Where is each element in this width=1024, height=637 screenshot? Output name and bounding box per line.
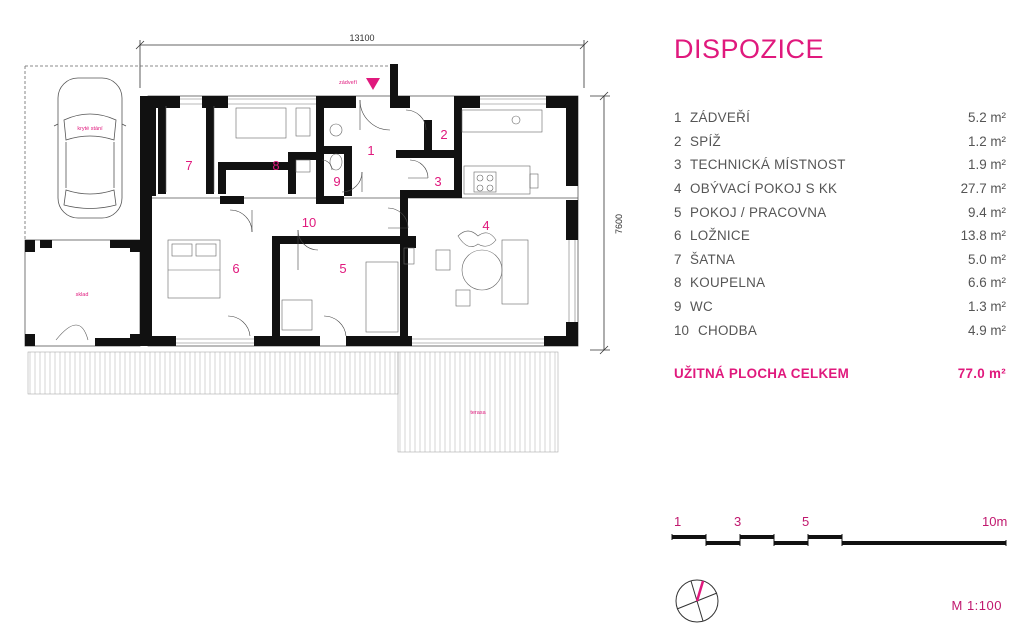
- interior-walls: [158, 96, 462, 346]
- room-label-7: 7: [185, 158, 192, 173]
- room-number: 9: [674, 299, 682, 315]
- room-number: 5: [674, 204, 682, 220]
- legend-panel: DISPOZICE 1 ZÁDVEŘÍ 5.2 m² 2 SPÍŽ 1.2 m² 3 TECH…: [660, 0, 1024, 637]
- room-number: 10: [674, 322, 689, 338]
- room-area: 5.2 m²: [968, 110, 1006, 126]
- terrace-label: terasa: [470, 410, 486, 416]
- room-area: 13.8 m²: [960, 228, 1006, 244]
- room-label-5: 5: [339, 261, 346, 276]
- room-name: CHODBA: [698, 322, 758, 338]
- room-row: 4 OBÝVACÍ POKOJ S KK 27.7 m²: [674, 177, 1006, 201]
- north-arrow-icon: [675, 579, 719, 623]
- car-icon: [53, 77, 127, 219]
- room-label-10: 10: [302, 215, 316, 230]
- total-area-row: UŽITNÁ PLOCHA CELKEM 77.0 m²: [674, 366, 1006, 381]
- dimension-width: [135, 40, 589, 88]
- room-name: WC: [690, 299, 713, 315]
- room-area: 1.2 m²: [968, 133, 1006, 149]
- room-label-3: 3: [434, 174, 441, 189]
- carport: [24, 65, 395, 240]
- room-area: 9.4 m²: [968, 204, 1006, 220]
- scale-bar: [671, 534, 1007, 546]
- room-area: 27.7 m²: [960, 181, 1006, 197]
- room-row: 3 TECHNICKÁ MÍSTNOST 1.9 m²: [674, 153, 1006, 177]
- room-name: OBÝVACÍ POKOJ S KK: [690, 181, 838, 197]
- room-row: 5 POKOJ / PRACOVNA 9.4 m²: [674, 200, 1006, 224]
- total-area-value: 77.0 m²: [957, 366, 1006, 381]
- room-name: KOUPELNA: [690, 275, 766, 291]
- page-title: DISPOZICE: [674, 34, 825, 64]
- room-label-4: 4: [482, 218, 489, 233]
- room-area: 1.3 m²: [968, 299, 1006, 315]
- scale-ratio: M 1:100: [951, 598, 1002, 613]
- room-label-2: 2: [440, 127, 447, 142]
- room-name: ŠATNA: [690, 251, 736, 267]
- room-area: 5.0 m²: [968, 251, 1006, 267]
- floor-plan: 13100 7600 kryté stání sklad: [24, 33, 624, 453]
- dimension-height-label: 7600: [614, 214, 624, 234]
- room-area: 6.6 m²: [968, 275, 1006, 291]
- storage-label: sklad: [76, 292, 89, 298]
- terrace-boards: [29, 352, 556, 452]
- scale-label-3: 3: [734, 514, 742, 529]
- entrance-label: zádveří: [339, 80, 358, 86]
- room-row: 7 ŠATNA 5.0 m²: [674, 248, 1006, 272]
- room-number-labels: 1 2 3 4 5 6 7 8 9 10: [185, 127, 489, 276]
- room-row: 8 KOUPELNA 6.6 m²: [674, 271, 1006, 295]
- carport-label: kryté stání: [77, 126, 103, 132]
- room-name: LOŽNICE: [690, 228, 751, 244]
- room-row: 9 WC 1.3 m²: [674, 295, 1006, 319]
- room-number: 8: [674, 275, 682, 291]
- room-label-8: 8: [272, 158, 279, 173]
- room-label-1: 1: [367, 143, 374, 158]
- room-row: 1 ZÁDVEŘÍ 5.2 m²: [674, 106, 1006, 130]
- room-number: 3: [674, 157, 682, 173]
- terrace: [27, 351, 559, 453]
- room-number: 6: [674, 228, 682, 244]
- furniture: [165, 106, 543, 333]
- total-area-label: UŽITNÁ PLOCHA CELKEM: [674, 366, 850, 381]
- exterior-walls: [140, 64, 578, 346]
- room-label-6: 6: [232, 261, 239, 276]
- scale-label-10m: 10m: [982, 514, 1008, 529]
- windows: [176, 98, 576, 344]
- room-name: TECHNICKÁ MÍSTNOST: [690, 157, 846, 173]
- dimension-height: [590, 91, 610, 355]
- entrance-marker-icon: [366, 78, 380, 90]
- dimension-width-label: 13100: [349, 33, 374, 43]
- room-number: 1: [674, 110, 682, 126]
- room-name: ZÁDVEŘÍ: [690, 110, 751, 126]
- room-number: 7: [674, 251, 682, 267]
- room-number: 2: [674, 133, 682, 149]
- room-row: 6 LOŽNICE 13.8 m²: [674, 224, 1006, 248]
- room-area: 1.9 m²: [968, 157, 1006, 173]
- room-label-9: 9: [333, 174, 340, 189]
- room-row: 2 SPÍŽ 1.2 m²: [674, 130, 1006, 154]
- room-number: 4: [674, 181, 682, 197]
- scale-label-5: 5: [802, 514, 810, 529]
- room-area: 4.9 m²: [968, 322, 1006, 338]
- room-row: 10 CHODBA 4.9 m²: [674, 318, 1006, 342]
- doors: [227, 99, 429, 337]
- scale-label-1: 1: [674, 514, 682, 529]
- room-name: POKOJ / PRACOVNA: [690, 204, 827, 220]
- room-list: 1 ZÁDVEŘÍ 5.2 m² 2 SPÍŽ 1.2 m² 3 TECHNICKÁ MÍST…: [674, 106, 1006, 342]
- room-name: SPÍŽ: [690, 133, 721, 149]
